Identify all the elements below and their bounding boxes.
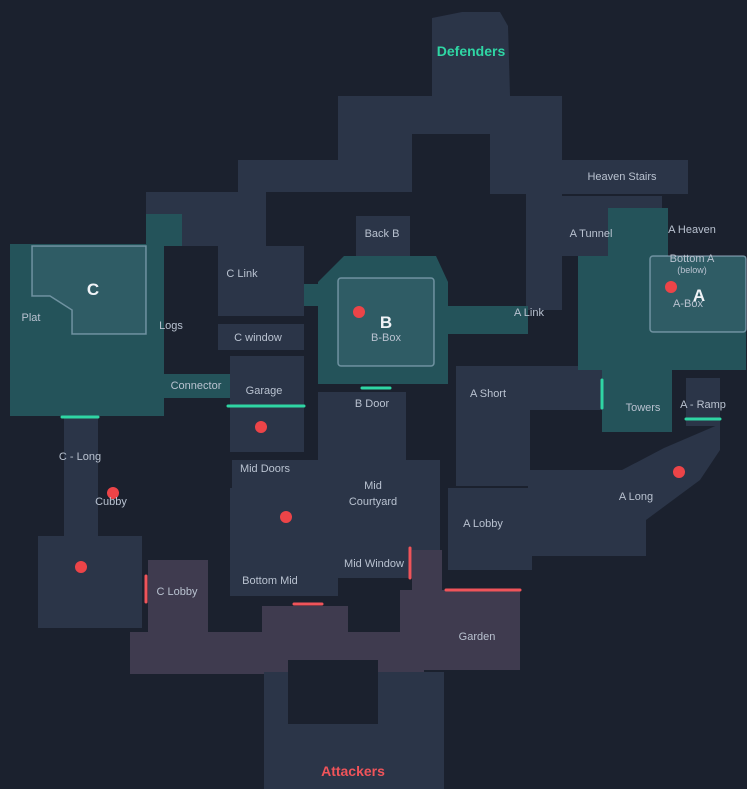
callout-b-box: B-Box [371,332,401,344]
callout-garage: Garage [246,385,283,397]
callout-a-link: A Link [514,307,544,319]
callout-plat: Plat [22,312,41,324]
callout-connector: Connector [171,380,222,392]
callout-bottom-mid: Bottom Mid [242,575,298,587]
callouts: Heaven Stairs A Tunnel A Heaven Bottom A… [22,171,726,643]
attacker-areas [130,550,520,674]
site-b-label: B [380,313,392,332]
callout-a-heaven: A Heaven [668,224,716,236]
callout-towers: Towers [626,402,661,414]
site-c-label: C [87,280,99,299]
callout-c-lobby: C Lobby [157,586,198,598]
marker-mid[interactable] [280,511,292,523]
marker-a-long[interactable] [673,466,685,478]
callout-logs: Logs [159,320,183,332]
callout-mid-courtyard-2: Courtyard [349,496,397,508]
marker-a-site[interactable] [665,281,677,293]
callout-mid-doors: Mid Doors [240,463,291,475]
attacker-barriers [144,546,522,606]
neutral-areas [38,12,720,628]
callout-heaven-stairs: Heaven Stairs [587,171,657,183]
callout-c-link: C Link [226,268,258,280]
callout-c-long: C - Long [59,451,101,463]
attackers-label: Attackers [321,763,385,779]
callout-garden: Garden [459,631,496,643]
callout-a-tunnel: A Tunnel [570,228,613,240]
callout-a-lobby: A Lobby [463,518,503,530]
callout-cubby: Cubby [95,496,127,508]
callout-a-long: A Long [619,491,653,503]
site-c-zone [31,245,147,335]
defender-areas [10,208,746,432]
defenders-label: Defenders [437,43,506,59]
callout-bottom-a-note: (below) [677,265,707,275]
site-a-label: A [693,286,705,305]
callout-mid-courtyard-1: Mid [364,480,382,492]
marker-garage[interactable] [255,421,267,433]
callout-a-box: A-Box [673,298,703,310]
callout-a-ramp: A - Ramp [680,399,726,411]
callout-a-short: A Short [470,388,506,400]
callout-b-door: B Door [355,398,390,410]
callout-c-window: C window [234,332,282,344]
marker-c-long[interactable] [75,561,87,573]
marker-cubby[interactable] [107,487,119,499]
position-markers [75,281,685,573]
defender-barriers [60,378,722,421]
map-void [288,660,378,724]
marker-b-site[interactable] [353,306,365,318]
callout-mid-window: Mid Window [344,558,404,570]
callout-back-b: Back B [365,228,400,240]
site-a-zone [649,255,747,333]
site-b-zone [337,277,435,367]
callout-bottom-a: Bottom A [670,253,715,265]
